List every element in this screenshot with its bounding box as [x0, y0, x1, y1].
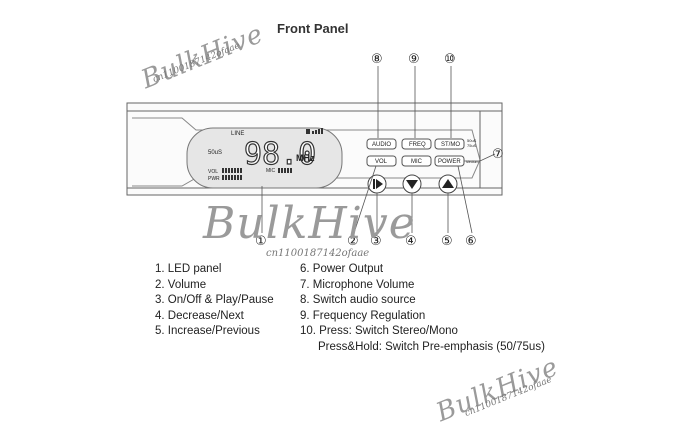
- emph-top-label: 50uS: [467, 138, 477, 143]
- lcd-level-bars: [222, 128, 323, 180]
- lcd-vol-label: VOL: [208, 169, 218, 175]
- round-buttons: [367, 174, 458, 194]
- callout-10: ⑩: [444, 52, 456, 67]
- callout-7: ⑦: [492, 147, 504, 162]
- legend-item: 9. Frequency Regulation: [300, 309, 426, 322]
- callout-9: ⑨: [408, 52, 420, 67]
- watermark-brand: BulkHive: [203, 198, 416, 249]
- callouts: ⑧ ⑨ ⑩ ⑦ ① ② ③ ④ ⑤ ⑥: [255, 52, 504, 249]
- lcd-pwr-label: PWR: [208, 176, 220, 182]
- lcd-unit: MHz: [296, 153, 315, 163]
- callout-4: ④: [405, 234, 417, 249]
- legend-item: 1. LED panel: [155, 263, 222, 275]
- play-pause-icon: [373, 179, 383, 189]
- stmo-button[interactable]: [434, 138, 465, 150]
- legend-item: 8. Switch audio source: [300, 294, 416, 307]
- lcd-panel: LINE 50uS 98.0 MHz VOL PWR MIC: [186, 127, 343, 189]
- audio-button-label: AUDIO: [372, 142, 391, 148]
- lcd-mic-label: MIC: [266, 168, 276, 174]
- lcd-mode-label: 50uS: [208, 150, 222, 156]
- up-arrow-icon: [442, 179, 454, 188]
- legend-item: 10. Press: Switch Stereo/Mono: [300, 325, 458, 338]
- legend-item: 5. Increase/Previous: [155, 325, 260, 338]
- watermark-code: cn1100187142ofaae: [266, 248, 370, 259]
- power-button-label: POWER: [438, 159, 461, 165]
- lcd-line-label: LINE: [231, 131, 244, 137]
- callout-6: ⑥: [465, 234, 477, 249]
- signal-icon: [306, 129, 310, 134]
- emph-bottom-label: 75uS: [467, 143, 477, 148]
- mic-button-label: MIC: [411, 159, 423, 165]
- callout-5: ⑤: [441, 234, 453, 249]
- vol-button-label: VOL: [375, 159, 388, 165]
- medium-label: Medium: [466, 160, 479, 164]
- down-arrow-icon: [406, 180, 418, 189]
- legend-item: 6. Power Output: [300, 263, 384, 275]
- freq-button-label: FREQ: [409, 142, 426, 148]
- callout-2: ②: [347, 234, 359, 249]
- legend-left: 1. LED panel 2. Volume 3. On/Off & Play/…: [155, 262, 274, 340]
- callout-8: ⑧: [371, 52, 383, 67]
- audio-button[interactable]: [366, 138, 397, 150]
- legend-item: 2. Volume: [155, 278, 207, 291]
- legend-item: Press&Hold: Switch Pre-emphasis (50/75us…: [318, 340, 545, 353]
- vol-button[interactable]: [366, 155, 397, 167]
- stmo-button-label: ST/MO: [441, 142, 460, 148]
- rect-buttons: AUDIO FREQ ST/MO VOL MIC POWER 50uS 75uS…: [366, 138, 479, 167]
- diagram-title: Front Panel: [277, 21, 349, 36]
- freq-button[interactable]: [401, 138, 432, 150]
- legend-item: 4. Decrease/Next: [155, 309, 244, 322]
- legend-item: 3. On/Off & Play/Pause: [155, 294, 274, 307]
- mic-button[interactable]: [401, 155, 432, 167]
- legend-item: 7. Microphone Volume: [300, 278, 415, 291]
- legend-right: 6. Power Output 7. Microphone Volume 8. …: [300, 262, 545, 356]
- leader-lines: [261, 66, 496, 234]
- callout-3: ③: [370, 234, 382, 249]
- lcd-frequency: 98.0: [244, 137, 316, 172]
- callout-1: ①: [255, 234, 267, 249]
